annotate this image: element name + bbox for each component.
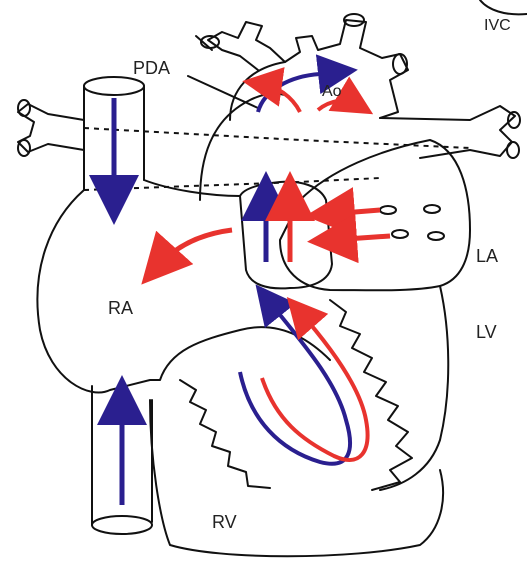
aortic-red-arrow-right <box>318 101 356 110</box>
aortic-root <box>240 182 332 289</box>
label-ra: RA <box>108 298 133 318</box>
ivc-vessel-fragment <box>480 0 527 14</box>
right-ventricle-outline <box>150 400 443 556</box>
label-ao: Ao <box>322 83 342 100</box>
deoxygenated-flow <box>114 72 350 505</box>
pulmonary-vein-arrow-lower <box>332 236 390 240</box>
right-atrium-outline <box>37 190 330 393</box>
rv-u-flow-arrow <box>240 300 350 464</box>
label-la: LA <box>476 246 498 266</box>
right-pulmonary-branches <box>380 106 520 158</box>
ductus-arteriosus <box>200 94 285 200</box>
aortic-arch <box>196 14 408 120</box>
label-ivc: IVC <box>484 17 511 34</box>
pulmonary-artery-dashed-lower <box>84 178 380 190</box>
left-ventricle-outline <box>380 286 448 490</box>
left-pulmonary-branches <box>18 100 84 156</box>
pda-leader-line <box>188 76 258 108</box>
left-atrium-outline <box>280 140 470 290</box>
trabeculae-left <box>180 380 270 488</box>
pulmonary-vein-arrow-upper <box>330 210 380 214</box>
foramen-ovale-arrow <box>158 230 232 266</box>
label-lv: LV <box>476 322 497 342</box>
label-pda: PDA <box>133 58 170 78</box>
label-rv: RV <box>212 512 237 532</box>
